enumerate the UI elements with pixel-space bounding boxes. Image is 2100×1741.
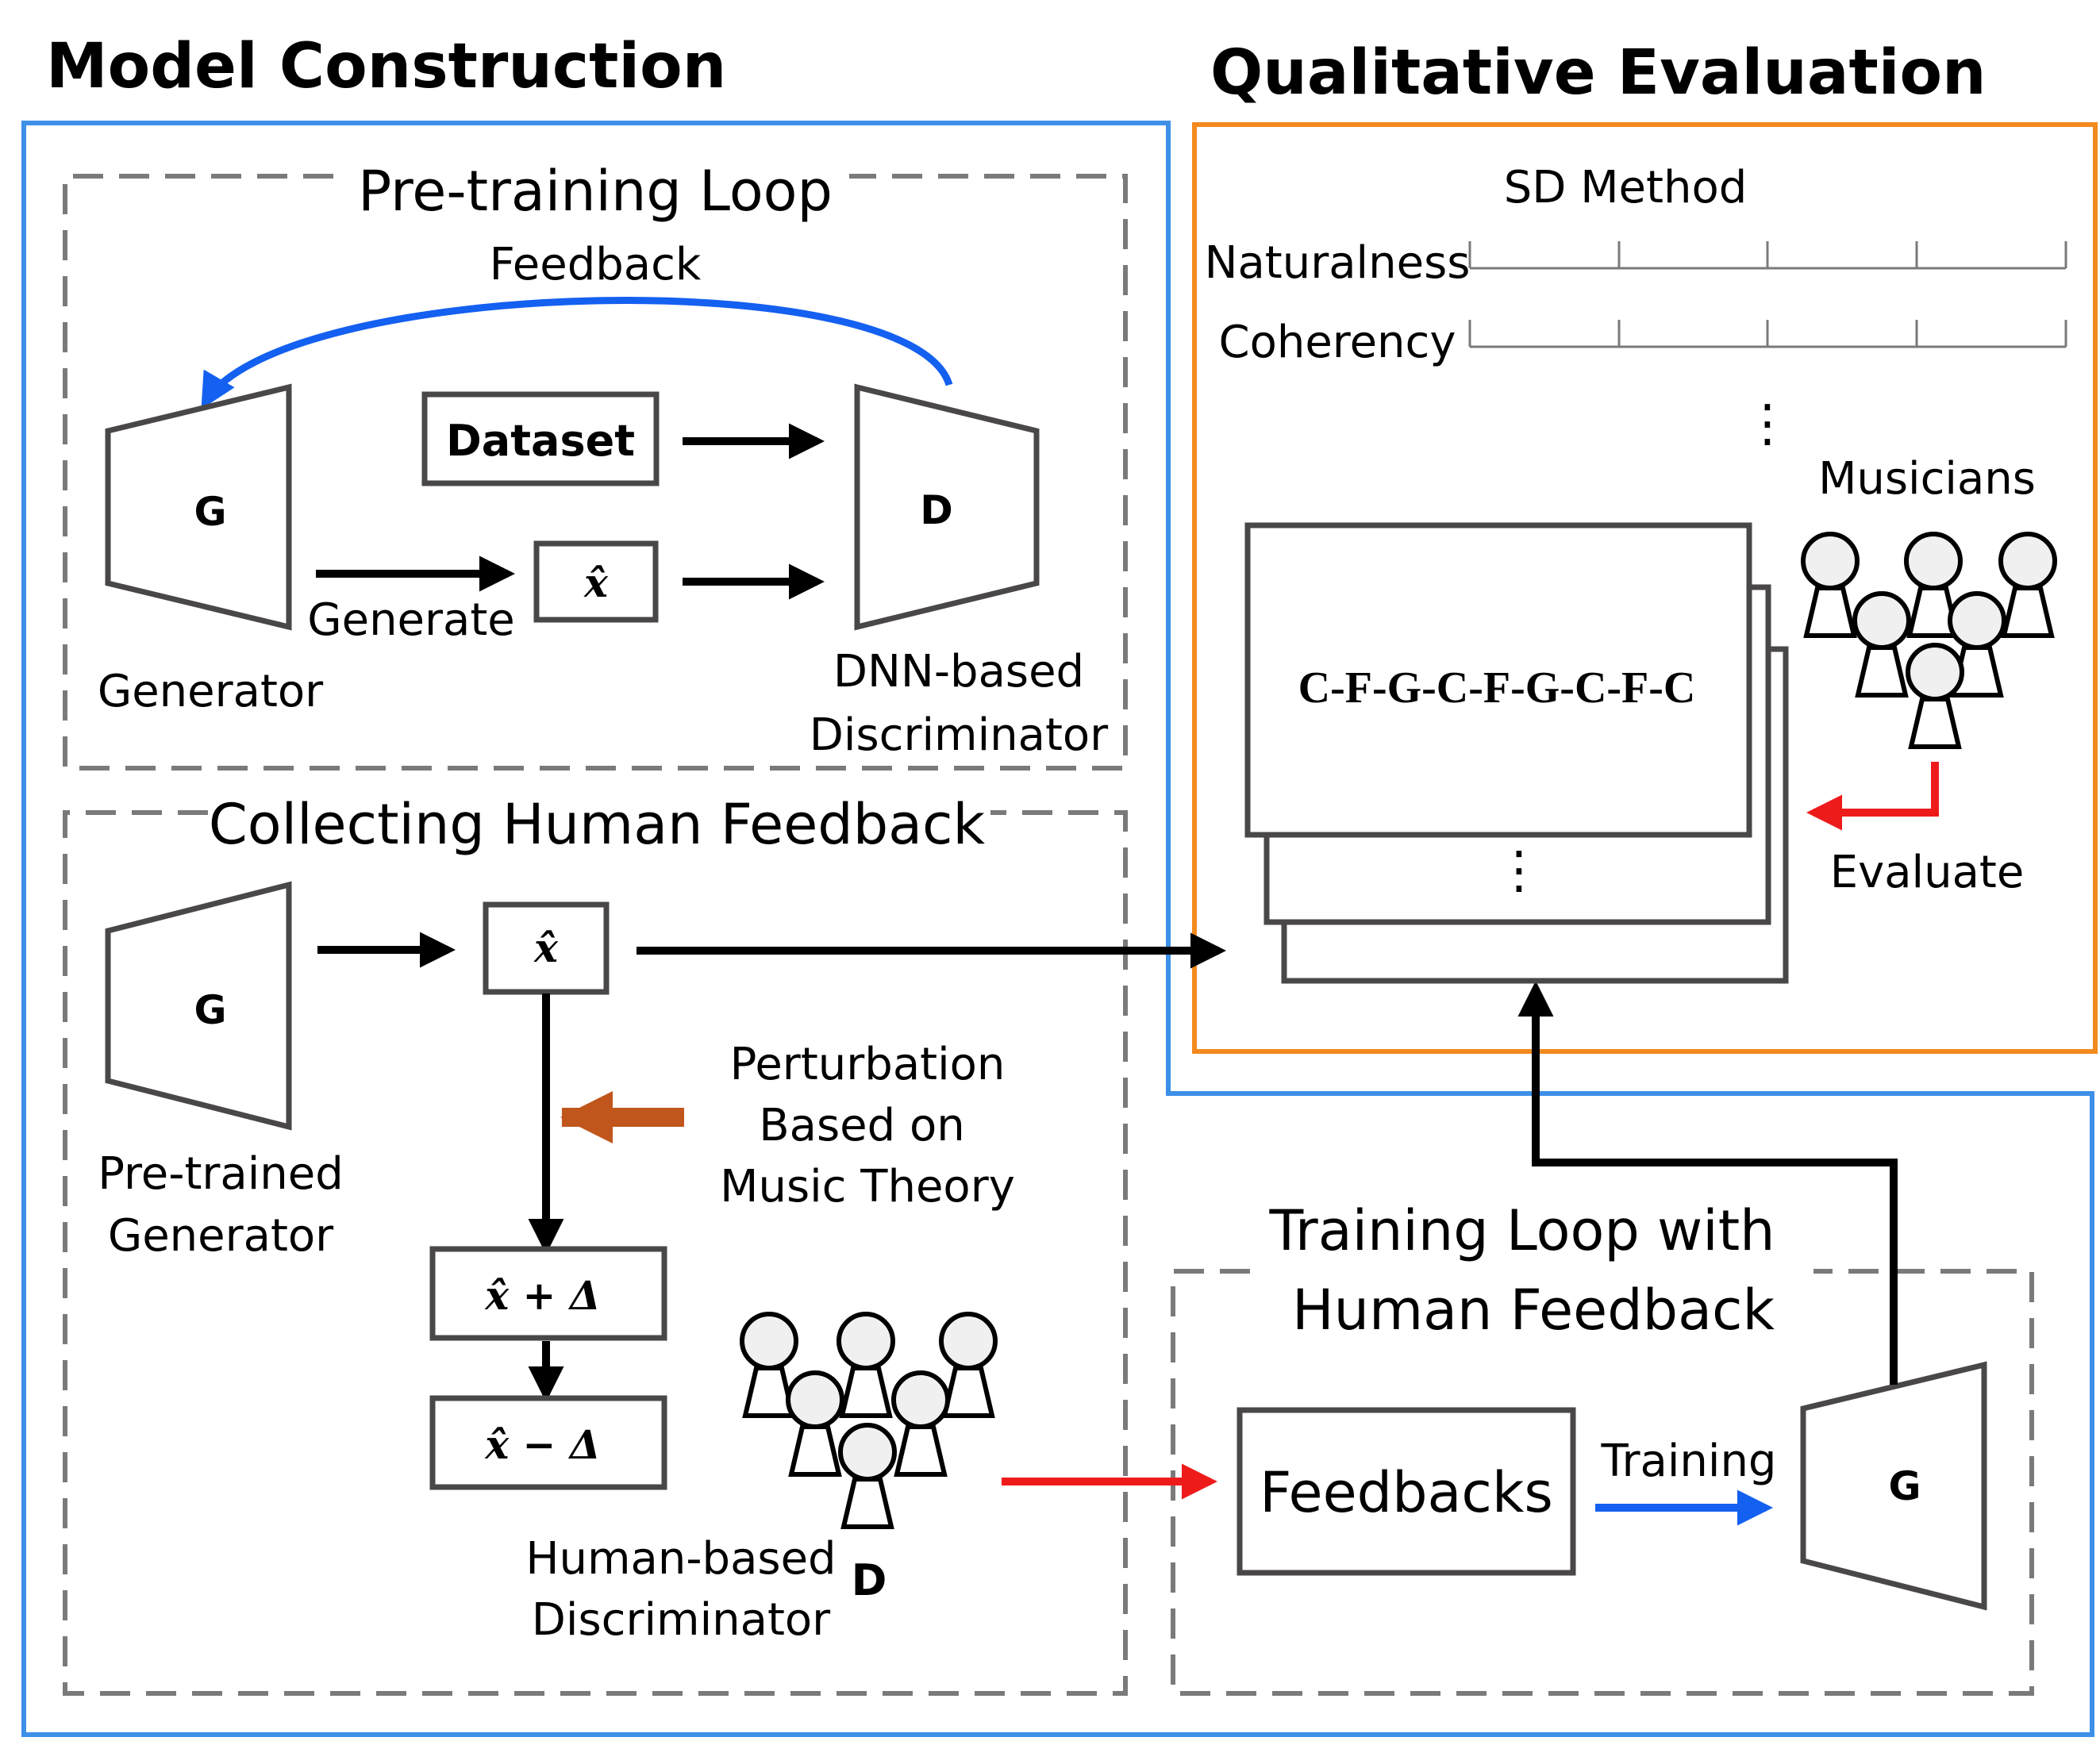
minus-delta-label: x̂ − Δ: [484, 1421, 600, 1468]
dnn-discriminator-letter: D: [920, 487, 953, 533]
pretrained-generator-shape: [105, 881, 292, 1131]
musicians-group-icon: [1803, 534, 2055, 747]
dnn-discriminator-label-1: DNN-based: [833, 646, 1084, 698]
pretrained-generator-letter: G: [194, 987, 226, 1033]
human-discriminator-group-icon: [742, 1314, 995, 1527]
generate-label: Generate: [307, 594, 515, 646]
qualitative-evaluation-frame: [1192, 122, 2098, 1054]
more-scales-dots: ⋮: [1742, 394, 1793, 453]
minus-delta-box: [429, 1395, 667, 1490]
dnn-discriminator-label-2: Discriminator: [810, 709, 1109, 761]
qualitative-evaluation-title: Qualitative Evaluation: [1210, 37, 1987, 109]
perturbation-label-1: Perturbation: [730, 1039, 1006, 1090]
feedbacks-label: Feedbacks: [1260, 1460, 1553, 1525]
hf-sample-label: x̂: [533, 924, 559, 971]
feedback-label: Feedback: [490, 239, 702, 290]
dataset-box: [421, 391, 660, 486]
coherency-scale: [1468, 320, 2067, 348]
human-discriminator-letter: D: [852, 1555, 887, 1605]
model-construction-frame: [21, 121, 2094, 1737]
generator-label: Generator: [98, 666, 324, 717]
evaluate-arrow: [1806, 762, 1939, 831]
hf-sample-box: [483, 901, 610, 995]
naturalness-label: Naturalness: [1205, 237, 1471, 289]
trained-generator-letter: G: [1888, 1463, 1921, 1509]
plus-delta-box: [429, 1246, 667, 1341]
pretraining-panel: [63, 174, 1128, 771]
generated-sample-label: x̂: [583, 559, 609, 606]
training-loop-title-2: Human Feedback: [1292, 1278, 1775, 1343]
evaluate-label: Evaluate: [1830, 847, 2025, 898]
generator-to-evaluation-arrow: [1517, 981, 1898, 1385]
generator-shape: [105, 383, 292, 631]
pretrained-generator-label-2: Generator: [108, 1210, 334, 1262]
dnn-discriminator-shape: [854, 383, 1040, 631]
model-construction-title: Model Construction: [46, 31, 726, 102]
generated-sample-box: [533, 540, 659, 623]
training-label: Training: [1601, 1435, 1777, 1487]
trained-generator-shape: [1800, 1361, 1987, 1611]
training-loop-title-1: Training Loop with: [1268, 1198, 1775, 1263]
training-loop-panel: [1171, 1269, 2034, 1696]
sd-method-label: SD Method: [1504, 162, 1748, 213]
musicians-label: Musicians: [1818, 453, 2036, 505]
plus-delta-label: x̂ + Δ: [484, 1272, 600, 1319]
human-discriminator-label-1: Human-based: [525, 1533, 836, 1585]
coherency-label: Coherency: [1219, 317, 1456, 368]
perturbation-arrowhead: [560, 1091, 613, 1143]
perturbation-label-2: Based on: [759, 1100, 964, 1151]
human-feedback-title: Collecting Human Feedback: [209, 792, 986, 857]
feedback-arrow: [201, 297, 953, 409]
feedbacks-box: [1237, 1407, 1576, 1576]
more-samples-dots: ⋮: [1494, 841, 1544, 900]
sample-card-1: [1244, 522, 1752, 838]
chord-sequence: C-F-G-C-F-G-C-F-C: [1298, 663, 1696, 713]
human-discriminator-label-2: Discriminator: [532, 1594, 831, 1646]
human-feedback-panel: [63, 810, 1128, 1696]
generator-letter: G: [194, 489, 226, 535]
dataset-label: Dataset: [446, 416, 635, 466]
naturalness-scale: [1468, 241, 2067, 270]
pretrained-generator-label-1: Pre-trained: [98, 1148, 344, 1200]
pretraining-title: Pre-training Loop: [358, 159, 833, 224]
perturbation-label-3: Music Theory: [720, 1161, 1015, 1213]
